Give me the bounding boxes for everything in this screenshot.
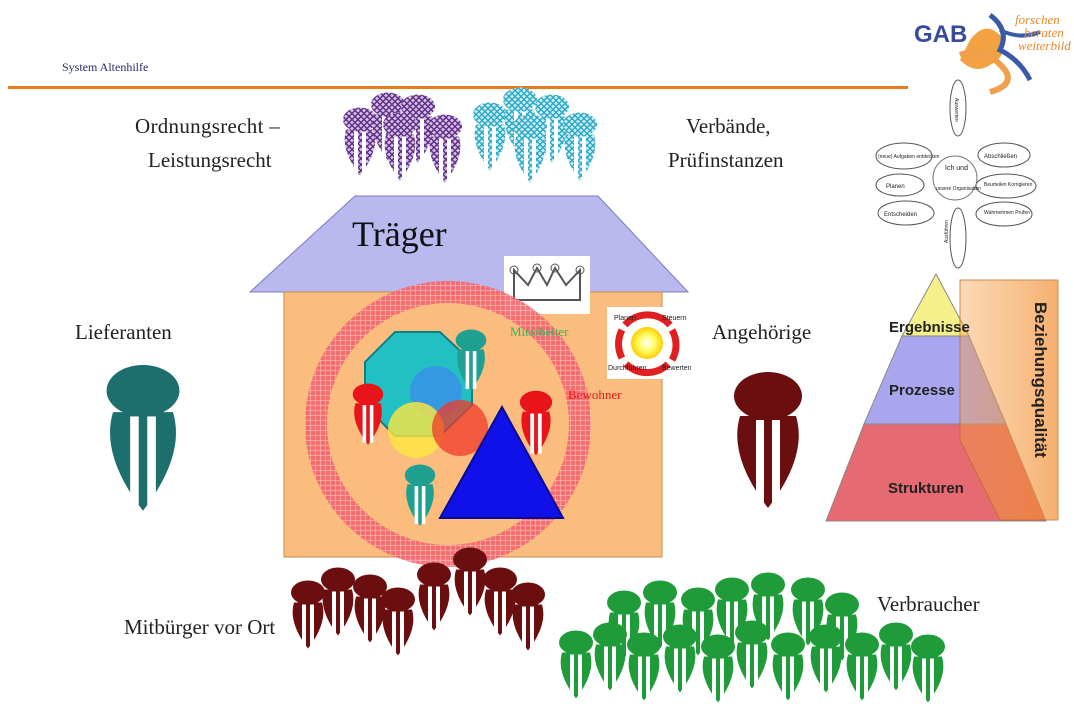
petal-ausfuehren: Ausführen xyxy=(944,220,950,243)
quality-pyramid: Ergebnisse Prozesse Strukturen Beziehung… xyxy=(826,274,1058,521)
pyramid-ergebnisse: Ergebnisse xyxy=(889,319,970,336)
traeger-label: Träger xyxy=(352,214,447,254)
flower-center-1: Ich und xyxy=(945,165,968,172)
label-mitbuerger: Mitbürger vor Ort xyxy=(124,615,275,639)
angehoerige-person-icon xyxy=(734,372,802,508)
organisation-flower: Ich und unsere Organisation Auswerten Ab… xyxy=(876,80,1036,268)
logo-tagline-3: weiterbild xyxy=(1018,38,1071,53)
petal-wahrnehmen: Wahrnehmen Prüfen xyxy=(984,210,1030,216)
pdca-cycle-icon: Planen Steuern Durchführen Bewerten xyxy=(607,307,692,379)
petal-abschliessen: Abschließen xyxy=(984,154,1017,160)
label-ordnungsrecht-1: Ordnungsrecht – xyxy=(135,114,280,138)
cycle-steuern: Steuern xyxy=(662,315,687,322)
label-bewohner: Bewohner xyxy=(568,387,622,402)
label-verbaende-2: Prüfinstanzen xyxy=(668,148,784,172)
label-verbaende-1: Verbände, xyxy=(686,114,771,138)
pyramid-strukturen: Strukturen xyxy=(888,480,964,497)
label-verbraucher: Verbraucher xyxy=(877,592,980,616)
petal-beurteilen: Beurteilen Korrigieren xyxy=(984,182,1033,188)
petal-aufgaben: (neue) Aufgaben entdecken xyxy=(878,154,940,160)
house-roof xyxy=(250,196,688,292)
cycle-bewerten: Bewerten xyxy=(662,365,692,372)
authority-group xyxy=(343,88,597,183)
petal-entscheiden: Entscheiden xyxy=(884,212,917,218)
label-ordnungsrecht-2: Leistungsrecht xyxy=(148,148,272,172)
cycle-durchfuehren: Durchführen xyxy=(608,365,647,372)
label-lieferanten: Lieferanten xyxy=(75,320,172,344)
lieferanten-person-icon xyxy=(107,365,180,511)
cycle-planen: Planen xyxy=(614,315,636,322)
logo-brand: GAB xyxy=(914,21,967,48)
label-angehoerige: Angehörige xyxy=(712,320,811,344)
petal-planen: Planen xyxy=(886,184,905,190)
flower-center-2: unsere Organisation xyxy=(936,186,981,192)
pyramid-prozesse: Prozesse xyxy=(889,382,955,399)
gab-logo: GAB forschen beraten weiterbild xyxy=(914,12,1071,92)
petal-auswerten: Auswerten xyxy=(953,98,959,122)
label-mitarbeiter: Mitarbeiter xyxy=(510,324,569,339)
pyramid-beziehungsqualitaet: Beziehungsqualität xyxy=(1031,302,1050,458)
